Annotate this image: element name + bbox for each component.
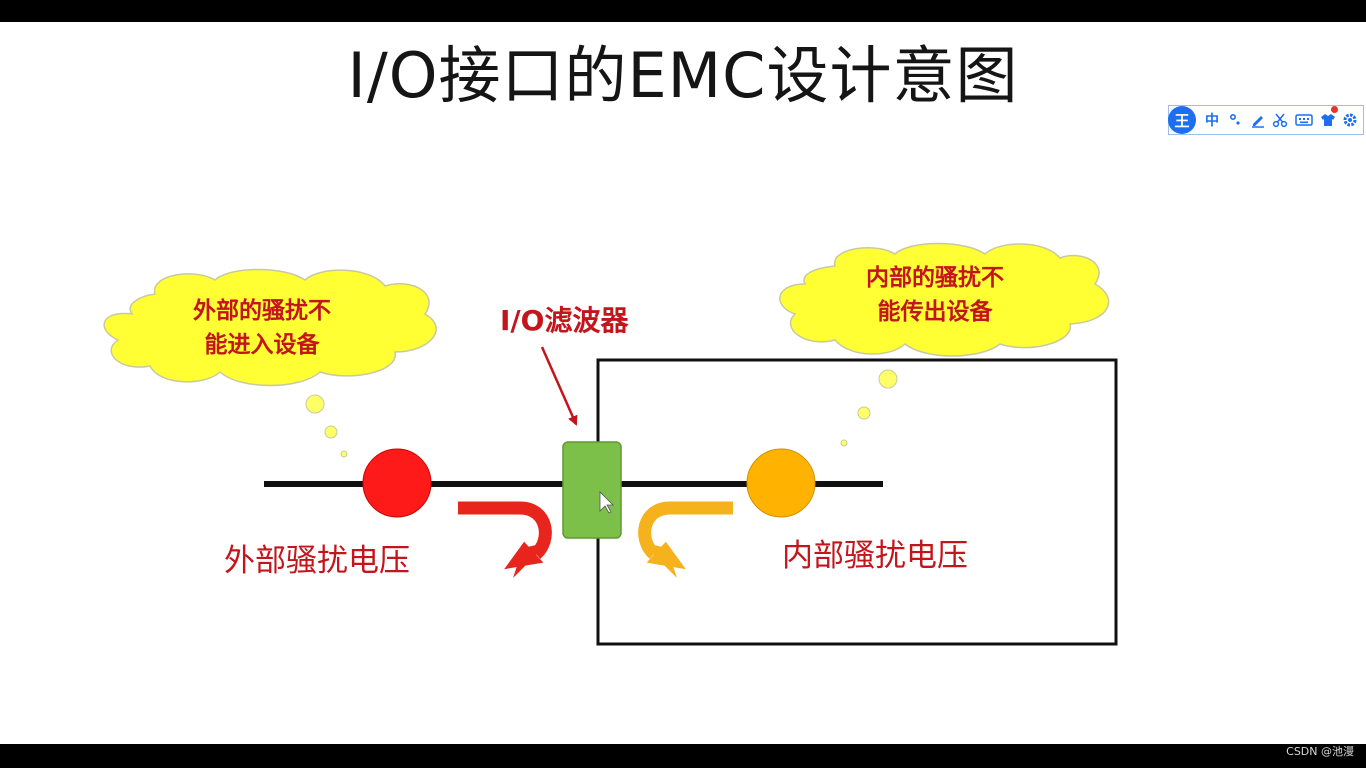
external-reflect-arrow	[458, 501, 552, 578]
thought-bubble-dot	[305, 394, 325, 414]
settings-icon[interactable]	[1339, 109, 1361, 131]
internal-cloud-line2: 能传出设备	[878, 298, 994, 325]
external-voltage-label: 外部骚扰电压	[224, 543, 410, 579]
thought-bubble-dot	[878, 369, 898, 389]
thought-bubble-dot	[840, 439, 848, 447]
internal-disturbance-cloud: 内部的骚扰不 能传出设备	[779, 242, 1110, 357]
keyboard-icon[interactable]	[1293, 109, 1315, 131]
external-cloud-line2: 能进入设备	[205, 331, 321, 358]
external-disturbance-cloud: 外部的骚扰不 能进入设备	[103, 268, 437, 387]
ime-lang-toggle[interactable]: 中	[1205, 113, 1219, 129]
pen-icon[interactable]	[1247, 109, 1269, 131]
filter-pointer-arrow	[540, 346, 578, 426]
io-filter-label: I/O滤波器	[500, 304, 629, 337]
internal-cloud-line1: 内部的骚扰不	[866, 264, 1004, 291]
cursor-icon	[599, 491, 614, 514]
slide-title: I/O接口的EMC设计意图	[347, 39, 1019, 112]
emc-diagram: 外部的骚扰不 能进入设备 内部的骚扰不 能传出设备 I/O滤	[103, 242, 1118, 646]
scissors-icon[interactable]	[1269, 109, 1291, 131]
internal-disturbance-source	[746, 448, 816, 518]
slide: I/O接口的EMC设计意图 外部的骚扰不 能进入设备	[0, 22, 1366, 744]
thought-bubble-dot	[857, 406, 871, 420]
external-disturbance-source	[362, 448, 432, 518]
thought-bubble-dot	[340, 450, 348, 458]
watermark: CSDN @池漫	[1286, 745, 1354, 758]
io-filter	[562, 441, 622, 539]
external-cloud-line1: 外部的骚扰不	[193, 297, 331, 324]
internal-reflect-arrow	[638, 501, 733, 578]
skin-icon[interactable]	[1317, 106, 1339, 131]
thought-bubble-dot	[324, 425, 338, 439]
ime-toolbar[interactable]: 王 中	[1168, 105, 1364, 135]
ime-logo-icon[interactable]: 王	[1168, 106, 1196, 134]
notification-dot	[1331, 106, 1338, 113]
punctuation-icon[interactable]	[1225, 109, 1247, 131]
internal-voltage-label: 内部骚扰电压	[782, 538, 968, 574]
